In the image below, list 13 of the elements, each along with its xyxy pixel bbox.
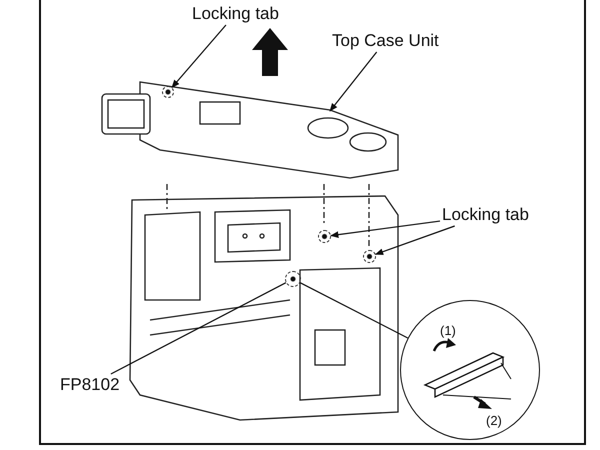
- locking-tab-mark: [162, 86, 174, 98]
- leader-line: [110, 282, 286, 375]
- step-number: (1): [440, 322, 456, 340]
- leader-arrow: [171, 24, 226, 88]
- locking-tab-mark: [318, 230, 331, 243]
- leader-arrow: [374, 225, 455, 255]
- connector-mark: [285, 271, 301, 287]
- leader-line: [300, 282, 408, 339]
- locking-tab-mark: [363, 250, 376, 263]
- leader-arrow: [329, 52, 378, 112]
- leader-arrow: [330, 220, 440, 238]
- step-number: (2): [486, 412, 502, 430]
- magnified-inset: [400, 300, 540, 440]
